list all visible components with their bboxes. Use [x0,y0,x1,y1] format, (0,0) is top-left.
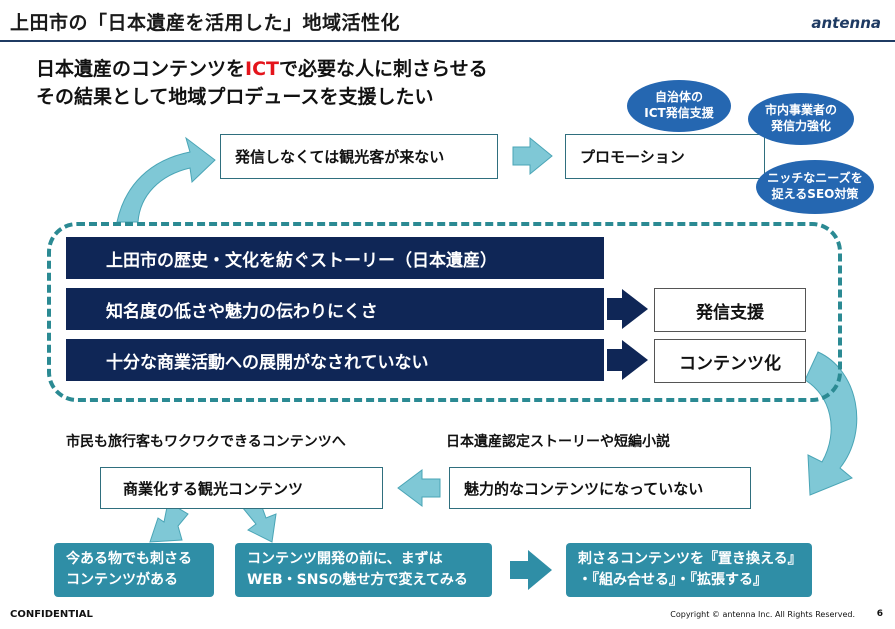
headline-ict: ICT [245,58,279,80]
bubble-2-line-2: 発信力強化 [770,119,831,133]
diag-arrow-left-icon [149,501,189,543]
headline-line-2: その結果として地域プロデュースを支援したい [36,86,434,108]
box-not-attractive: 魅力的なコンテンツになっていない [449,467,751,509]
card-existing-content: 今ある物でも刺さる コンテンツがある [54,543,214,597]
bubble-1-line-2: ICT発信支援 [644,106,714,120]
navy-arrow-1-icon [607,289,648,329]
card-3-line-2: ・『組み合せる』・『拡張する』 [578,572,767,588]
issue-awareness: 知名度の低さや魅力の伝わりにくさ [66,288,604,330]
bubble-1-line-1: 自治体の [654,90,703,105]
card-1-line-1: 今ある物でも刺さる [66,551,192,567]
card-replace-combine-extend: 刺さるコンテンツを『置き換える』 ・『組み合せる』・『拡張する』 [566,543,812,597]
headline-part-a: 日本遺産のコンテンツを [36,58,246,80]
block-arrow-right-icon [512,136,553,176]
box-need-promotion: 発信しなくては観光客が来ない [220,134,498,179]
bubble-3-line-1: ニッチなニーズを [767,171,863,186]
confidential-label: CONFIDENTIAL [10,609,93,620]
slide-title: 上田市の「日本遺産を活用した」地域活性化 [10,12,401,34]
box-commercial-content: 商業化する観光コンテンツ [100,467,383,509]
issues-dashed-frame [47,222,842,402]
headline-line-1: 日本遺産のコンテンツをICTで必要な人に刺さらせる [36,54,488,81]
bubble-2-line-1: 市内事業者の [764,103,837,118]
block-arrow-left-icon [397,469,441,507]
card-2-line-2: WEB・SNSの魅せ方で変えてみる [247,572,468,588]
antenna-logo: antenna [811,14,881,32]
label-exciting-content: 市民も旅行客もワクワクできるコンテンツへ [66,434,346,450]
solution-transmission: 発信支援 [654,288,806,332]
page-number: 6 [876,609,883,619]
solution-content: コンテンツ化 [654,339,806,383]
label-heritage-story: 日本遺産認定ストーリーや短編小説 [446,434,670,450]
navy-arrow-2-icon [607,340,648,380]
bubble-seo: ニッチなニーズを捉えるSEO対策 [756,160,874,214]
bubble-3-line-2: 捉えるSEO対策 [771,187,859,201]
card-2-line-1: コンテンツ開発の前に、まずは [247,551,443,567]
issue-story: 上田市の歴史・文化を紡ぐストーリー（日本遺産） [66,237,604,279]
card-web-sns: コンテンツ開発の前に、まずは WEB・SNSの魅せ方で変えてみる [235,543,492,597]
header-divider [0,40,895,42]
logo-text: antenna [811,14,881,32]
copyright-text: Copyright © antenna Inc. All Rights Rese… [670,610,855,619]
bubble-local-business: 市内事業者の発信力強化 [748,93,854,145]
issue-commerce: 十分な商業活動への展開がなされていない [66,339,604,381]
card-3-line-1: 刺さるコンテンツを『置き換える』 [578,551,802,567]
card-1-line-2: コンテンツがある [66,572,178,588]
teal-arrow-right-icon [510,550,552,590]
headline-part-b: で必要な人に刺さらせる [279,58,488,80]
box-promotion: プロモーション [565,134,765,179]
curve-arrow-up-icon [116,136,216,223]
